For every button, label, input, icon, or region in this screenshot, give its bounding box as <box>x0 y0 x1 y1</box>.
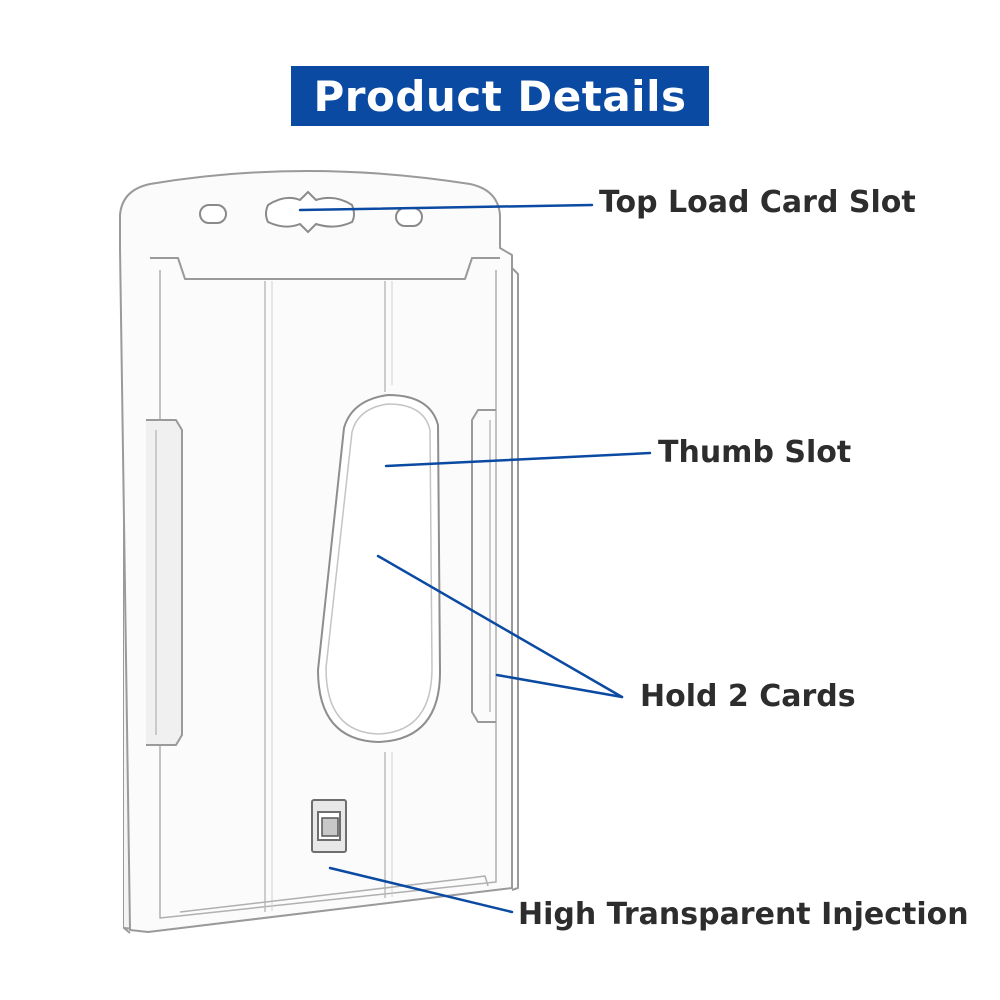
leader-lines <box>298 203 652 914</box>
top-load-slot-holes <box>199 190 423 234</box>
callout-top-load-card-slot: Top Load Card Slot <box>599 185 916 220</box>
lanyard-clip <box>311 799 347 853</box>
callout-hold-2-cards: Hold 2 Cards <box>640 679 856 714</box>
callout-high-transparent-injection: High Transparent Injection <box>518 897 969 932</box>
leader-line-thumb-slot <box>384 451 652 468</box>
leader-line-hold-cards-a <box>376 554 624 699</box>
page-title: Product Details <box>313 71 687 121</box>
thumb-slot-cutout <box>316 393 442 744</box>
leader-line-injection <box>328 866 514 914</box>
card-holder-shape <box>119 170 519 934</box>
callout-thumb-slot: Thumb Slot <box>658 435 852 470</box>
title-banner: Product Details <box>291 66 709 126</box>
leader-line-hold-cards-b <box>495 673 624 699</box>
leader-line-top-load <box>298 203 594 212</box>
